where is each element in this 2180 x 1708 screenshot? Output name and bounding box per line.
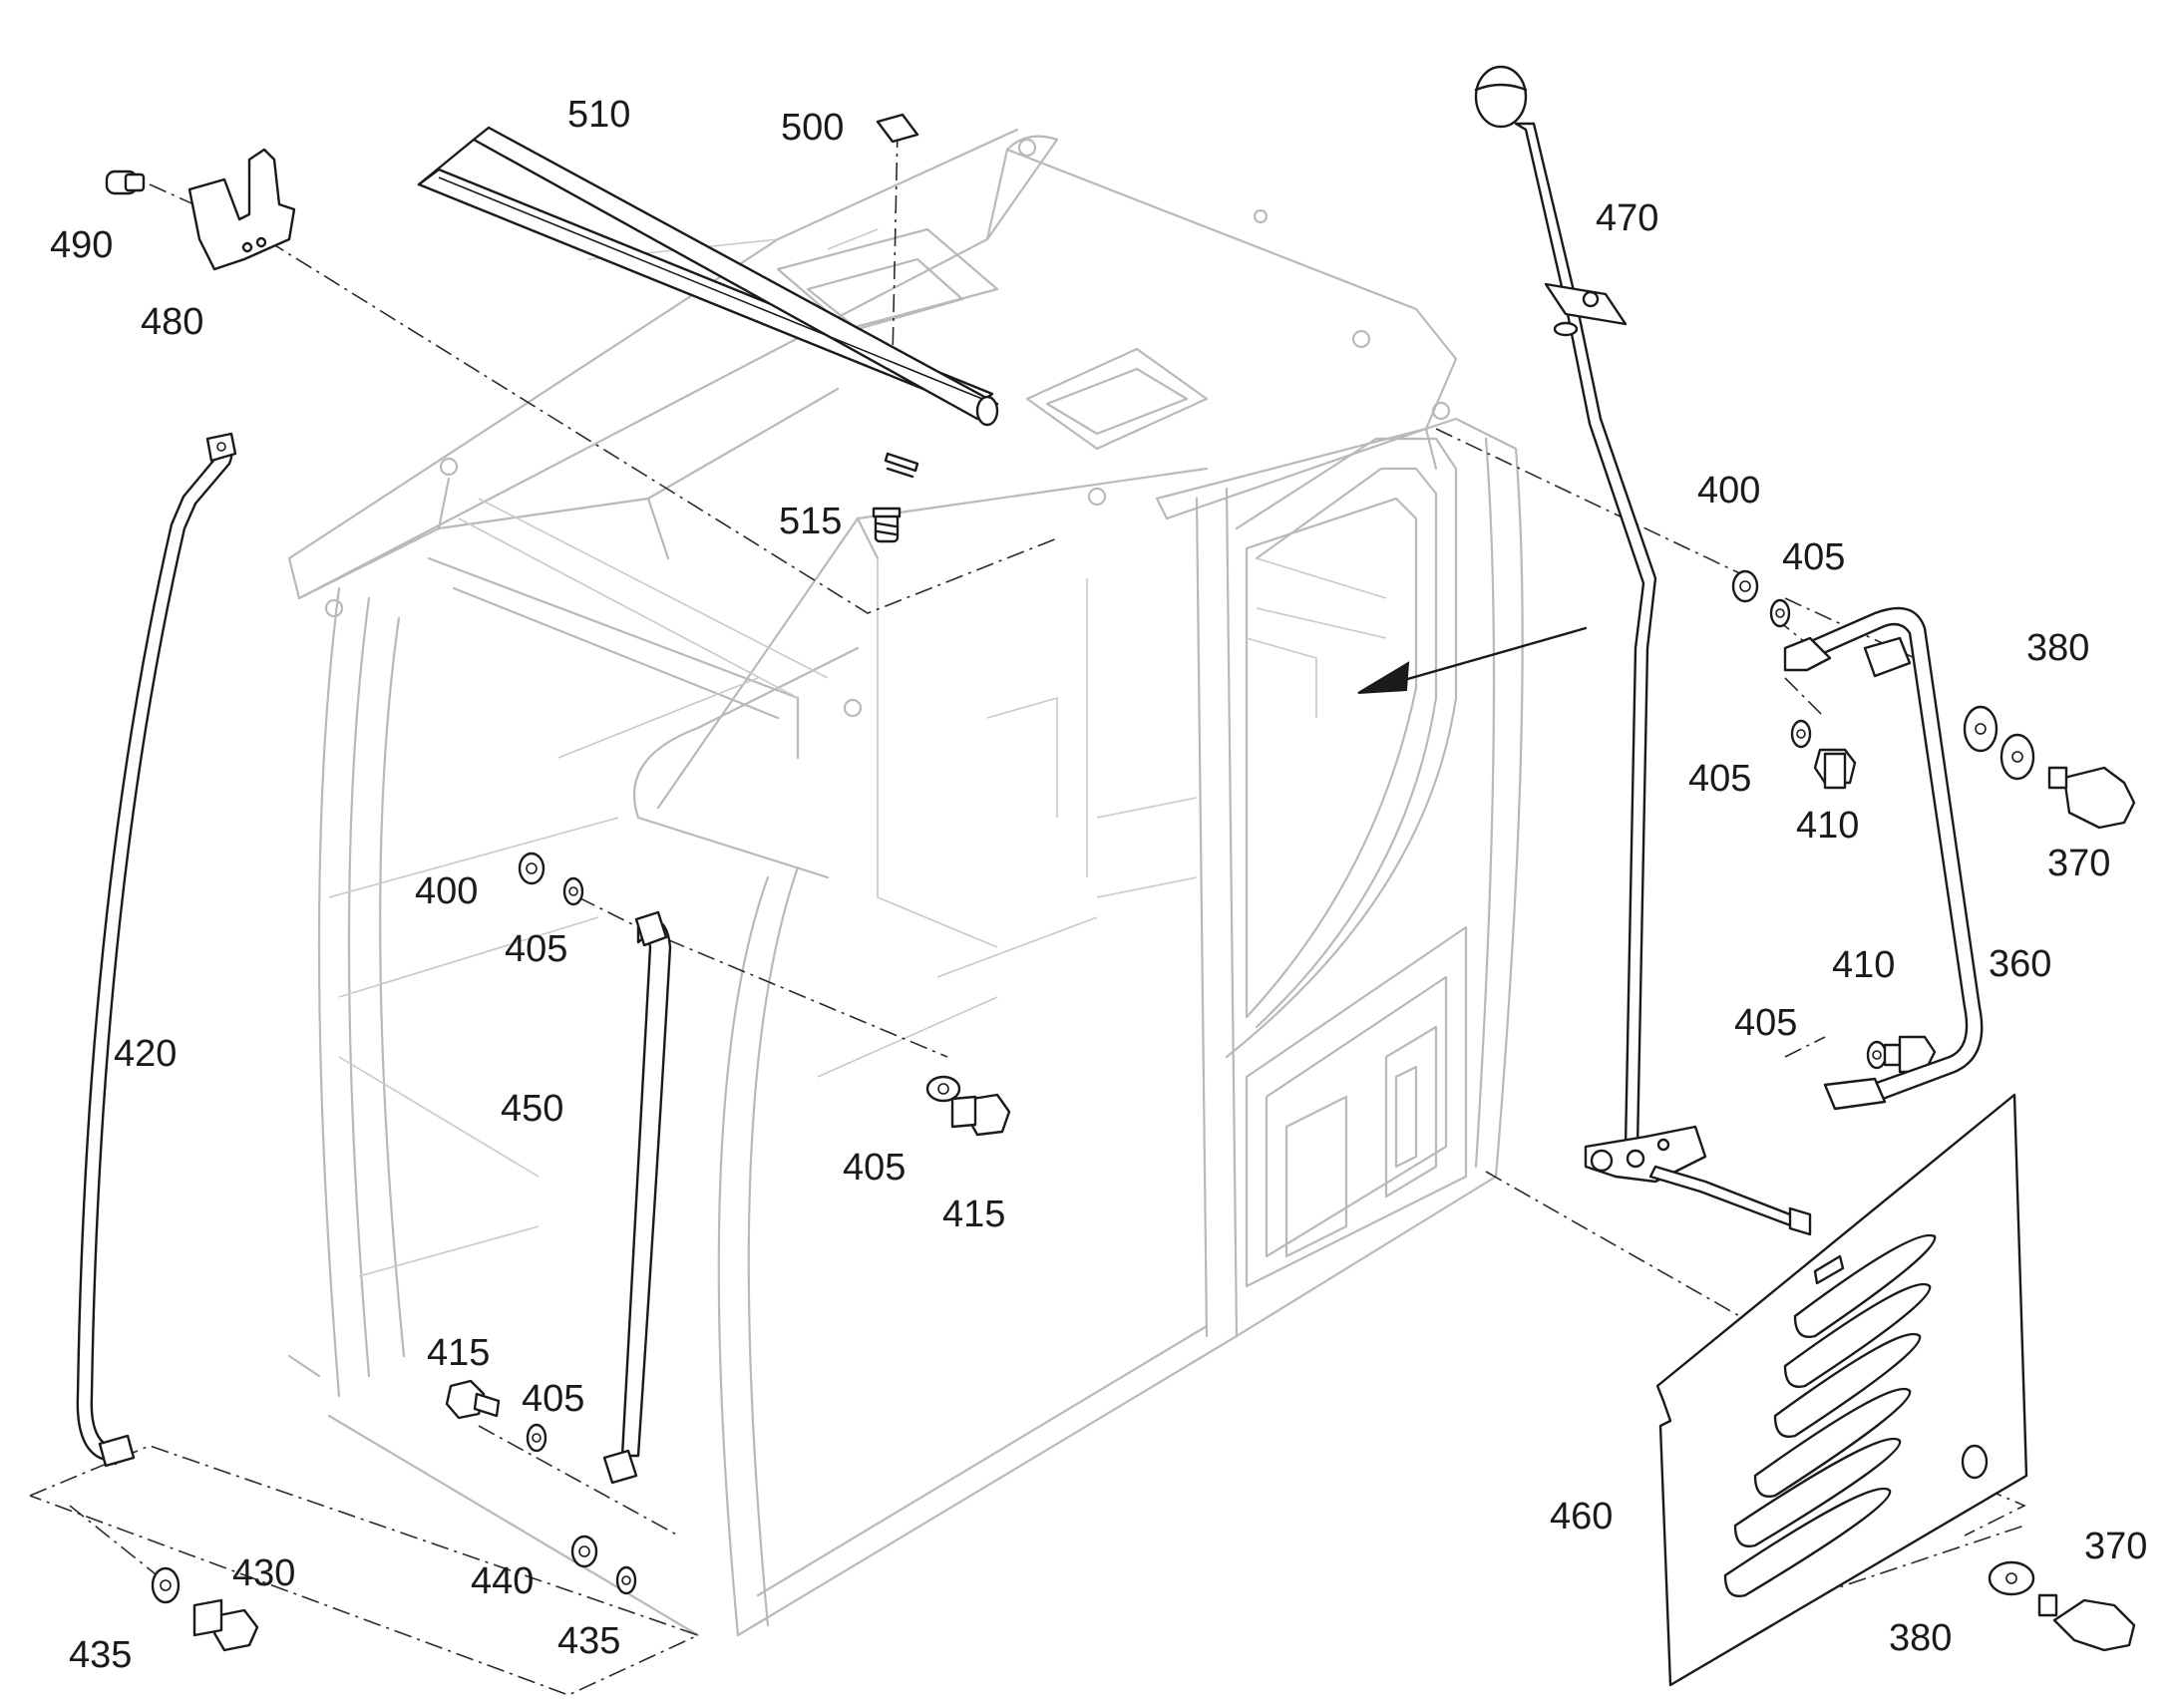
callout-labels: 510 500 490 480 515 470 400 405 380 405 … xyxy=(50,94,2147,1676)
part-510-sun-visor xyxy=(417,126,999,479)
callout-405-lower: 405 xyxy=(522,1378,584,1420)
cab-frame xyxy=(287,128,1524,1637)
view-arrow xyxy=(1357,626,1588,694)
part-415-bolt xyxy=(445,1093,1011,1420)
part-440-nut xyxy=(570,1535,598,1568)
callout-410-bottom: 410 xyxy=(1832,944,1895,986)
callout-430: 430 xyxy=(232,1552,295,1594)
part-370-stop xyxy=(2037,766,2136,1652)
callout-400-top: 400 xyxy=(1697,470,1760,512)
part-500-clip xyxy=(876,113,919,144)
part-490-bolt xyxy=(105,170,146,195)
callout-405-center: 405 xyxy=(843,1147,906,1189)
part-515-screw xyxy=(872,507,902,543)
callout-370-bottom: 370 xyxy=(2084,1526,2147,1567)
part-380-washer xyxy=(1963,705,2035,1596)
callout-380-bottom: 380 xyxy=(1889,1617,1952,1659)
callout-440: 440 xyxy=(471,1560,534,1602)
callout-460: 460 xyxy=(1550,1496,1613,1537)
callout-405-right-lower: 405 xyxy=(1734,1002,1797,1044)
part-400-nut xyxy=(518,569,1759,885)
part-430-bolt xyxy=(192,1598,259,1652)
callout-380-top: 380 xyxy=(2026,627,2089,669)
callout-480: 480 xyxy=(141,301,203,343)
callout-420: 420 xyxy=(114,1033,177,1075)
part-405-washer xyxy=(526,598,1888,1453)
callout-490: 490 xyxy=(50,224,113,266)
callout-415-center: 415 xyxy=(942,1194,1005,1235)
callout-405-mid-right: 405 xyxy=(1688,758,1751,800)
part-450-handle xyxy=(602,910,672,1485)
callout-470: 470 xyxy=(1596,197,1658,239)
part-470-lever xyxy=(1474,65,1812,1236)
callout-450: 450 xyxy=(501,1088,563,1130)
callout-405-left: 405 xyxy=(505,928,567,970)
part-360-handle xyxy=(1783,606,1984,1111)
callout-435-left: 435 xyxy=(69,1634,132,1676)
part-480-bracket xyxy=(187,148,296,271)
part-420-handle xyxy=(76,432,237,1468)
callout-415-lower: 415 xyxy=(427,1332,490,1374)
part-460-panel xyxy=(1655,1093,2028,1687)
part-410-bolt xyxy=(1813,748,1937,1074)
callout-410-top: 410 xyxy=(1796,805,1859,847)
callout-500: 500 xyxy=(781,107,844,149)
callout-360: 360 xyxy=(1989,943,2051,985)
callout-370-top: 370 xyxy=(2047,843,2110,884)
callout-515: 515 xyxy=(779,501,842,542)
callout-510: 510 xyxy=(567,94,630,136)
callout-435-center: 435 xyxy=(557,1620,620,1662)
part-435-washer xyxy=(151,1565,637,1604)
callout-405-top: 405 xyxy=(1782,536,1845,578)
callout-400-left: 400 xyxy=(415,870,478,912)
